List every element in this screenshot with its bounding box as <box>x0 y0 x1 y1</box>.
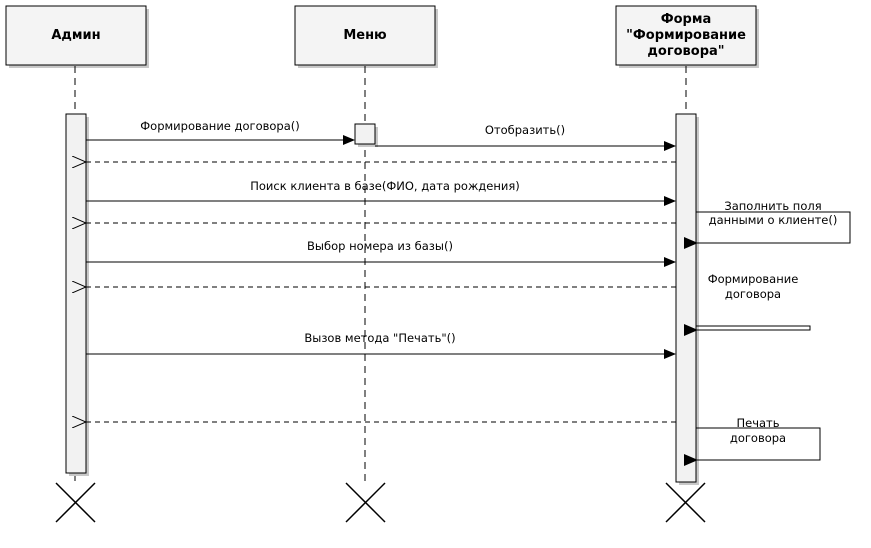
participant-admin: Админ <box>5 5 149 68</box>
participant-admin-label: Админ <box>51 28 100 43</box>
self-message-arrow <box>684 324 811 336</box>
message-label: Выбор номера из базы() <box>307 239 453 253</box>
message-label: Формирование <box>708 272 799 286</box>
destroy-icon-form <box>665 482 706 523</box>
message-label: Поиск клиента в базе(ФИО, дата рождения) <box>250 179 519 193</box>
message-label: Заполнить поля <box>724 199 821 213</box>
message-label: договора <box>730 431 786 445</box>
self-message-arrow <box>684 427 821 466</box>
activation-menu <box>354 123 376 145</box>
participant-form-label-1: Форма <box>661 12 712 27</box>
participant-form-label-3: договора" <box>647 44 724 59</box>
destroy-icon-menu <box>345 482 386 523</box>
participant-menu: Меню <box>294 5 438 68</box>
destroy-icon-admin <box>55 482 96 523</box>
message-label: Печать <box>736 416 779 430</box>
message-label: Отобразить() <box>485 123 565 137</box>
message-label: данными о клиенте() <box>709 213 838 227</box>
self-message-arrow <box>684 211 851 249</box>
participant-form-label-2: "Формирование <box>626 28 746 43</box>
message-label: Формирование договора() <box>140 119 299 133</box>
activation-form <box>675 113 697 483</box>
activation-admin <box>65 113 87 474</box>
message-label: Вызов метода "Печать"() <box>304 331 455 345</box>
participant-form: Форма "Формирование договора" <box>615 5 759 68</box>
participant-menu-label: Меню <box>343 28 387 43</box>
message-label: договора <box>725 287 781 301</box>
